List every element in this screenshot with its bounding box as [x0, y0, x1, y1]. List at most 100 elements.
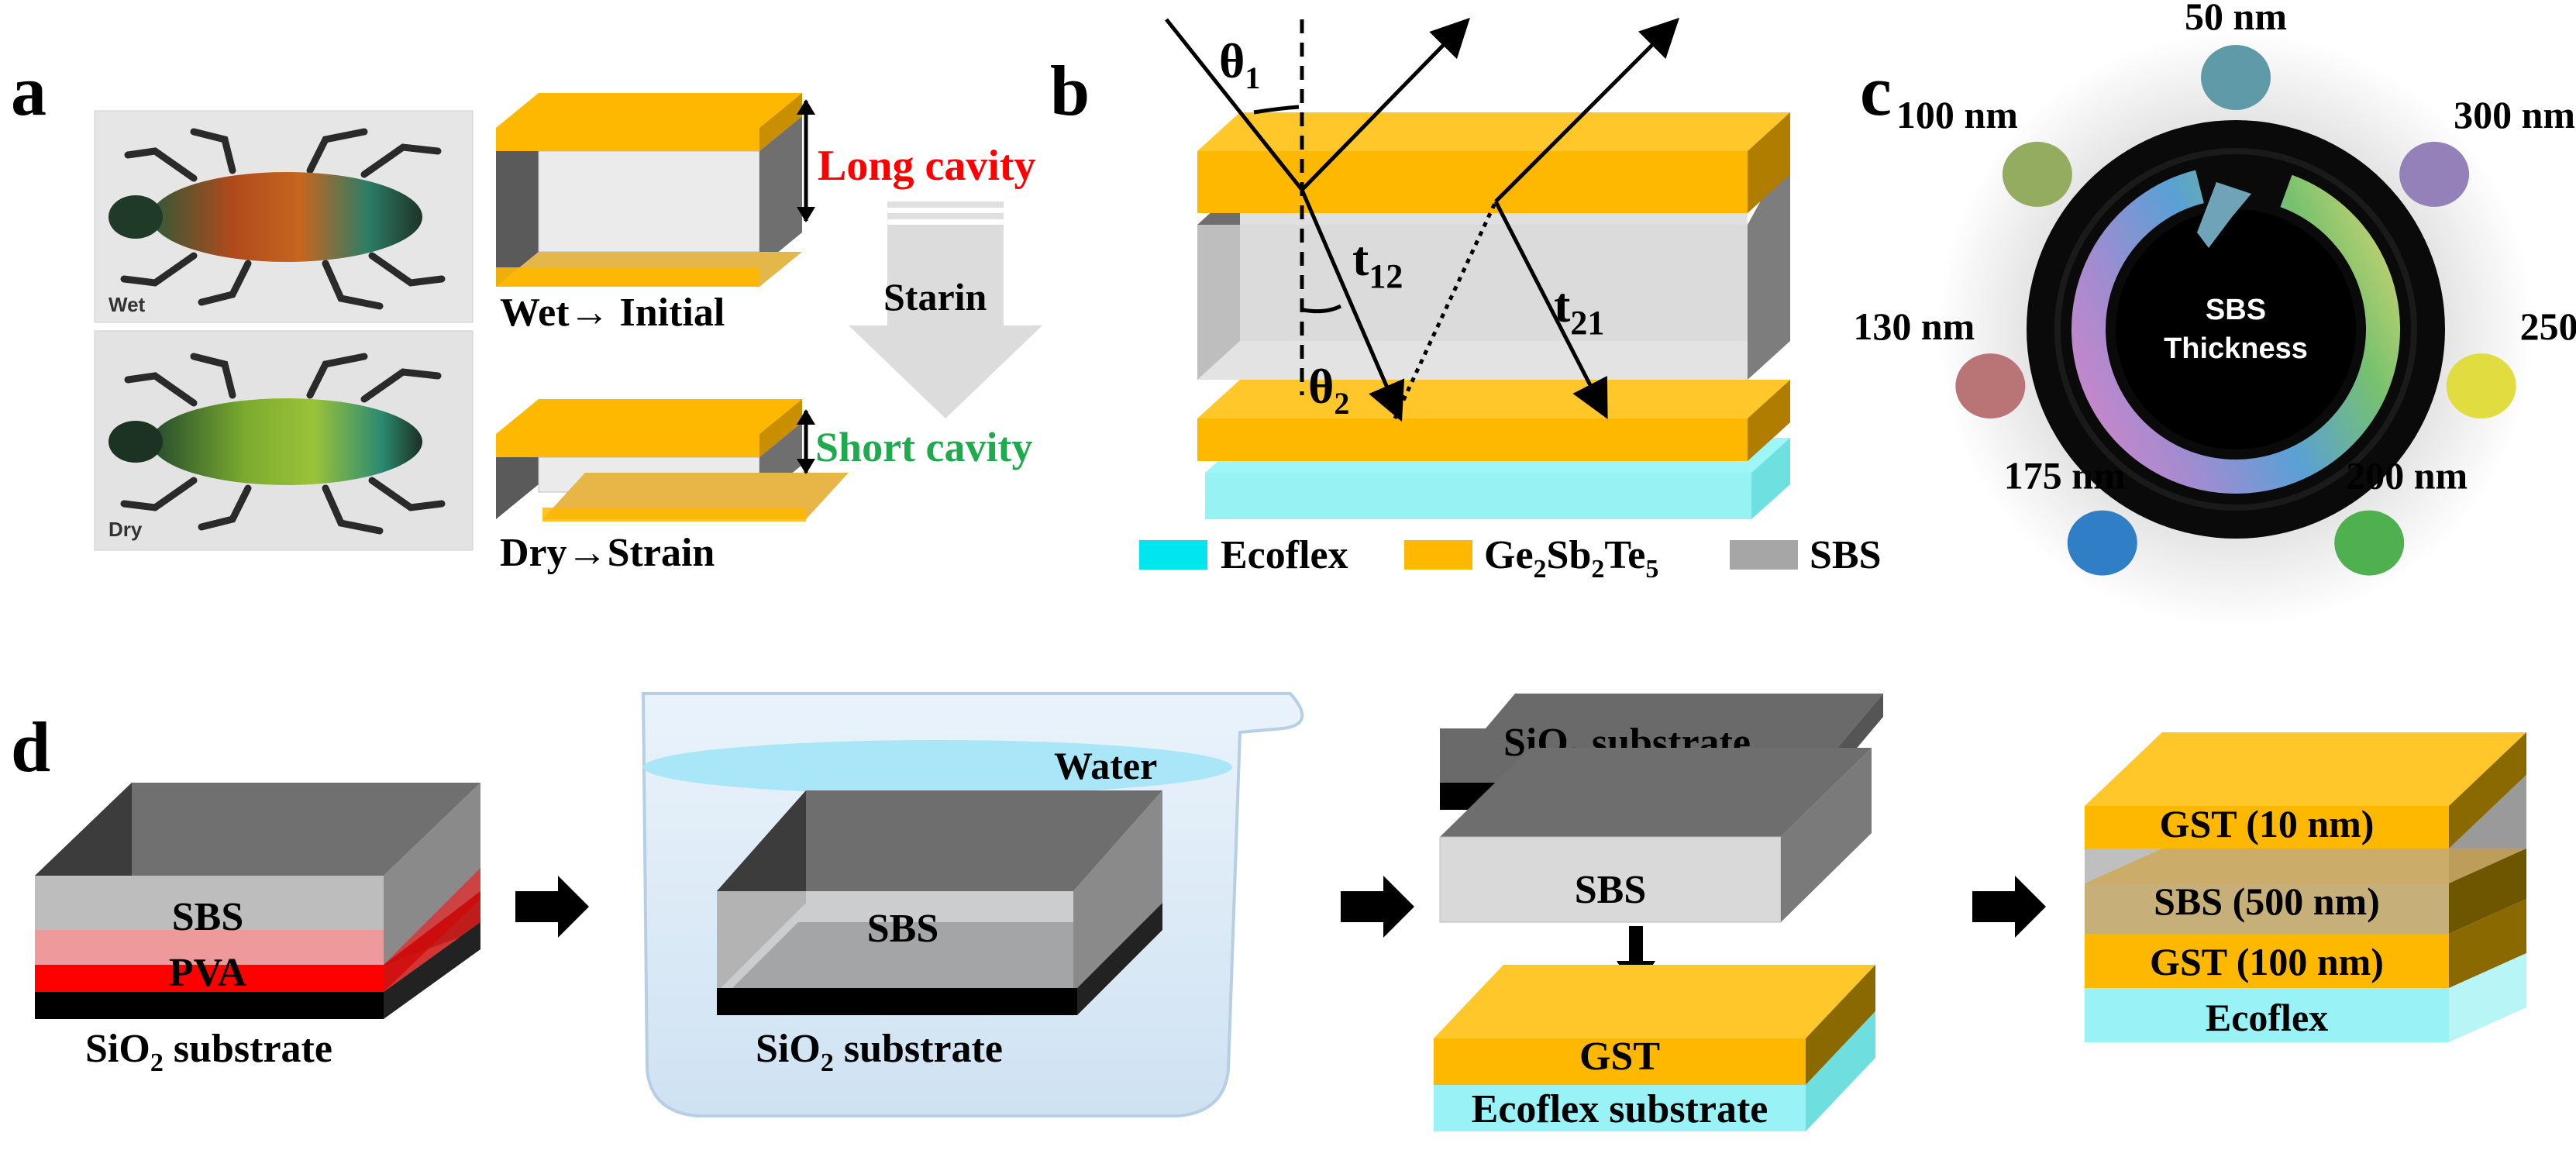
long-cavity-box: Long cavity Wet→ Initial: [496, 93, 1036, 335]
theta1-arc: [1253, 105, 1300, 115]
step2-water-label: Water: [1054, 744, 1157, 787]
panel-a-letter: a: [11, 51, 46, 130]
theta1-symbol: θ: [1219, 33, 1245, 88]
legend-gst-te: Te: [1604, 533, 1645, 577]
step1-substrate-sub: 2: [150, 1048, 164, 1077]
wheel-center: [2116, 209, 2356, 449]
theta2-label: θ2: [1308, 359, 1349, 421]
panel-d-letter: d: [11, 708, 50, 787]
step2-substrate-label: SiO2 substrate: [756, 1027, 1003, 1077]
optical-rays: [1165, 17, 1680, 422]
transmitted-ray-t21: [1493, 200, 1608, 419]
step3-gst-label: GST: [1579, 1035, 1660, 1079]
thickness-dot: [2002, 141, 2072, 207]
thickness-dot: [2067, 510, 2137, 576]
step-arrow-3-icon: [1972, 876, 2046, 938]
legend-gst-sub1: 2: [1534, 555, 1547, 584]
panel-b: b: [1050, 17, 1882, 584]
step3-sbs-label: SBS: [1575, 868, 1647, 912]
t12-subscript: 12: [1369, 257, 1403, 295]
legend-swatch-gst: [1404, 540, 1472, 570]
photo-dry-label: Dry: [108, 518, 143, 541]
theta1-label: θ1: [1219, 33, 1260, 95]
t21-symbol: t: [1554, 277, 1571, 332]
step1-substrate-main: SiO: [85, 1027, 150, 1071]
step-arrow-1-icon: [515, 876, 589, 938]
thickness-dot: [2334, 510, 2405, 576]
legend-sbs: SBS: [1810, 533, 1882, 577]
theta1-subscript: 1: [1245, 60, 1260, 95]
legend-swatch-sbs: [1730, 540, 1798, 570]
theta2-subscript: 2: [1334, 386, 1349, 421]
step4-ecoflex-label: Ecoflex: [2206, 996, 2328, 1039]
water-surface: [643, 740, 1232, 794]
panel-b-letter: b: [1050, 51, 1090, 130]
step2-substrate-tail: substrate: [834, 1027, 1003, 1071]
t21-subscript: 21: [1570, 304, 1604, 342]
step1-substrate-label: SiO2 substrate: [85, 1027, 332, 1077]
step2-substrate-sub: 2: [821, 1048, 834, 1077]
strain-label: Starin: [883, 275, 987, 318]
legend-gst-sub3: 5: [1645, 555, 1658, 584]
step-arrow-2-icon: [1341, 876, 1414, 938]
beetle-photo-wet: Wet: [94, 110, 474, 323]
theta2-symbol: θ: [1308, 359, 1334, 414]
step2-substrate-main: SiO: [756, 1027, 821, 1071]
step4-final-device: GST (10 nm) SBS (500 nm) GST (100 nm) Ec…: [2085, 732, 2526, 1042]
legend-ecoflex: Ecoflex: [1221, 533, 1348, 577]
short-cavity-box: Short cavity Dry→Strain: [496, 399, 1032, 575]
thickness-dot: [1955, 353, 2026, 419]
reflected-ray-1: [1300, 17, 1470, 191]
legend-gst-sub2: 2: [1591, 555, 1604, 584]
step4-gst-bottom-label: GST (100 nm): [2150, 940, 2384, 983]
transmitted-ray-t12: [1300, 189, 1405, 422]
thickness-dot-label: 250 nm: [2520, 305, 2576, 348]
thickness-dot-label: 300 nm: [2454, 93, 2575, 136]
panel-a: a Wet Dry: [11, 51, 1042, 575]
thickness-dot-label: 130 nm: [1853, 305, 1975, 348]
wet-initial-caption: Wet→ Initial: [500, 291, 725, 335]
thickness-dot: [2446, 353, 2516, 419]
thickness-dot-label: 175 nm: [2004, 454, 2126, 498]
wheel-center-line1: SBS: [2206, 294, 2266, 326]
short-cavity-label: Short cavity: [815, 424, 1032, 470]
beetle-photo-dry: Dry: [94, 330, 474, 551]
thickness-ring: [2071, 165, 2400, 494]
t12-label: t12: [1352, 231, 1403, 295]
legend-gst-ge: Ge: [1484, 533, 1534, 577]
step1-pva-label: PVA: [169, 951, 247, 995]
reflected-ray-2: [1494, 17, 1680, 203]
cavity-stack: [1197, 112, 1790, 519]
wheel-center-line2: Thickness: [2164, 332, 2308, 365]
step1-substrate-tail: substrate: [164, 1027, 332, 1071]
step3-transfer: SiO2 substrate SBS GST Ecoflex substrate: [1434, 694, 1883, 1131]
legend-gst-sb: Sb: [1547, 533, 1592, 577]
thickness-dot: [2201, 45, 2271, 110]
panel-c-letter: c: [1860, 51, 1892, 130]
t21-label: t21: [1554, 277, 1604, 342]
theta2-arc: [1303, 304, 1342, 314]
thickness-dot-label: 200 nm: [2346, 454, 2468, 498]
panel-d: d SBS PVA SiO2 substrate Water: [11, 692, 2526, 1131]
t12-symbol: t: [1352, 231, 1369, 286]
thickness-dot: [2399, 141, 2470, 207]
step4-sbs-label: SBS (500 nm): [2154, 880, 2380, 923]
step1-spin-coat: SBS PVA SiO2 substrate: [35, 783, 480, 1077]
long-cavity-label: Long cavity: [818, 142, 1036, 190]
photo-wet-label: Wet: [108, 293, 146, 316]
step1-sbs-label: SBS: [172, 895, 244, 939]
dry-strain-caption: Dry→Strain: [500, 531, 715, 575]
legend-swatch-ecoflex: [1139, 540, 1207, 570]
incident-ray: [1165, 18, 1303, 191]
step3-ecoflex-label: Ecoflex substrate: [1472, 1087, 1768, 1131]
wheel-arrow-icon: [2197, 182, 2251, 248]
thickness-dot-label: 100 nm: [1896, 93, 2018, 136]
legend-gst: Ge2Sb2Te5: [1484, 533, 1658, 584]
strain-arrow: Starin: [849, 201, 1042, 418]
step4-gst-top-label: GST (10 nm): [2160, 802, 2375, 845]
step2-water-dissolve: Water SBS SiO2 substrate: [641, 692, 1304, 1117]
material-legend: Ecoflex Ge2Sb2Te5 SBS: [1139, 533, 1882, 584]
